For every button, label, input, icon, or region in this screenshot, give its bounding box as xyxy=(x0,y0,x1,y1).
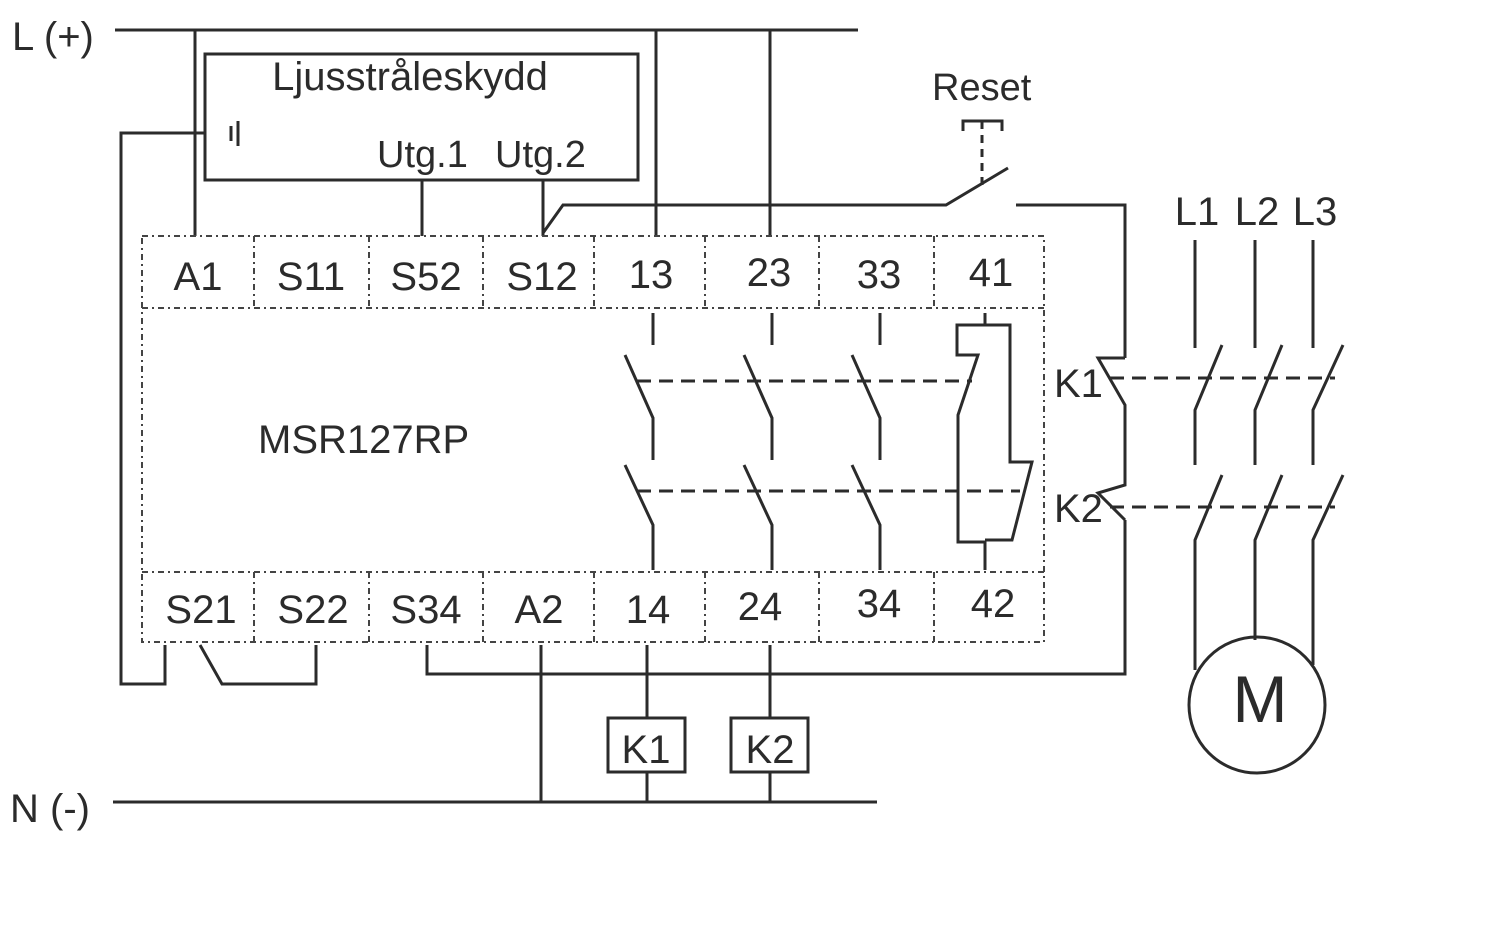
terminal-s12: S12 xyxy=(506,255,577,299)
terminal-33: 33 xyxy=(857,253,902,297)
terminal-13: 13 xyxy=(629,253,674,297)
terminal-a1: A1 xyxy=(174,255,223,299)
light-curtain-output-1: Utg.1 xyxy=(377,134,468,176)
motor: M xyxy=(1187,635,1327,775)
light-curtain-box: Ljusstråleskydd Utg.1 Utg.2 xyxy=(203,52,640,182)
phase-l1-label: L1 xyxy=(1175,190,1220,234)
wire-reset-out xyxy=(1016,203,1127,358)
reset-button: Reset xyxy=(932,67,1032,185)
wire-reset xyxy=(541,166,1009,234)
coil-k2-label: K2 xyxy=(746,728,795,772)
terminal-24: 24 xyxy=(738,585,783,629)
wire-s34-feedback xyxy=(425,520,1127,676)
phase-l3-label: L3 xyxy=(1293,190,1338,234)
light-curtain-title: Ljusstråleskydd xyxy=(272,55,548,99)
contactor-label-k1: K1 xyxy=(1054,362,1103,406)
terminal-14: 14 xyxy=(626,588,671,632)
terminal-s52: S52 xyxy=(390,255,461,299)
terminal-s22: S22 xyxy=(277,588,348,632)
contactor-feedback-contacts: K1 K2 xyxy=(1054,356,1127,531)
terminal-34: 34 xyxy=(857,582,902,626)
terminal-41: 41 xyxy=(969,251,1014,295)
terminal-s11: S11 xyxy=(277,255,345,299)
terminal-23: 23 xyxy=(747,251,792,295)
coil-k1-label: K1 xyxy=(622,728,671,772)
contactor-label-k2: K2 xyxy=(1054,487,1103,531)
positive-rail-label: L (+) xyxy=(12,15,94,59)
light-curtain-output-2: Utg.2 xyxy=(495,134,586,176)
main-contacts xyxy=(1110,240,1345,670)
terminal-a2: A2 xyxy=(515,588,564,632)
coil-k1: K1 xyxy=(606,645,687,802)
safety-relay: MSR127RP A1 S11 S52 S12 13 23 33 41 S21 … xyxy=(141,235,1045,643)
phase-l2-label: L2 xyxy=(1235,190,1280,234)
terminal-s34: S34 xyxy=(390,588,461,632)
bridge-s21-s22 xyxy=(198,644,318,686)
ground-symbol xyxy=(119,121,240,686)
relay-contacts xyxy=(623,313,1034,570)
motor-label: M xyxy=(1233,662,1288,736)
terminal-42: 42 xyxy=(971,582,1016,626)
coil-k2: K2 xyxy=(729,645,810,802)
relay-model: MSR127RP xyxy=(258,418,469,462)
negative-rail-label: N (-) xyxy=(10,787,90,831)
terminal-s21: S21 xyxy=(165,588,236,632)
reset-label: Reset xyxy=(932,67,1032,109)
